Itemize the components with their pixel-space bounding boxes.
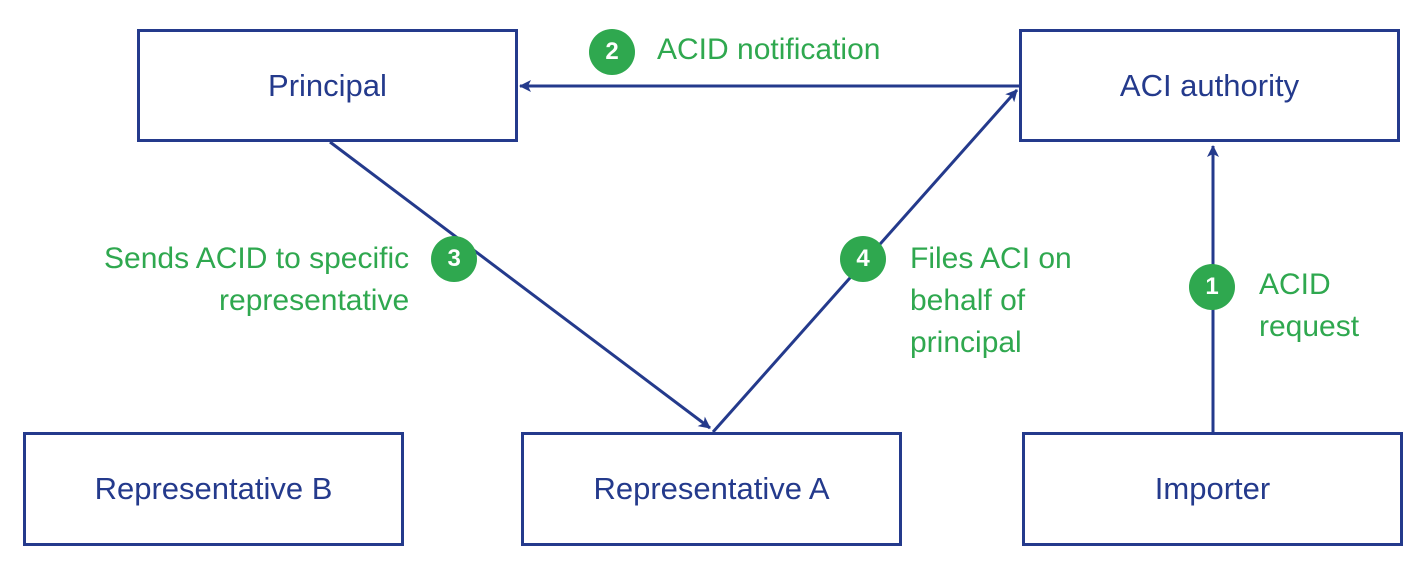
step-2-label: ACID notification bbox=[657, 33, 881, 66]
aci-authority-box: ACI authority bbox=[1019, 29, 1400, 142]
representative-a-box: Representative A bbox=[521, 432, 902, 546]
step-2-badge: 2 bbox=[589, 29, 635, 75]
step-1-acid-request: 1 ACID request bbox=[1189, 264, 1359, 348]
representative-b-label: Representative B bbox=[94, 471, 333, 506]
principal-box: Principal bbox=[137, 29, 518, 142]
aci-authority-label: ACI authority bbox=[1119, 67, 1300, 103]
step-1-label: ACID request bbox=[1259, 268, 1360, 343]
principal-label: Principal bbox=[268, 67, 387, 103]
step-2-acid-notification: 2 ACID notification bbox=[589, 29, 880, 75]
representative-a-label: Representative A bbox=[593, 471, 830, 506]
step-1-badge: 1 bbox=[1189, 264, 1235, 310]
representative-b-box: Representative B bbox=[23, 432, 404, 546]
step-4-files-aci: 4 Files ACI on behalf of principal bbox=[840, 236, 1072, 364]
step-3-sends-acid: 3 Sends ACID to specific representative bbox=[104, 236, 478, 322]
importer-box: Importer bbox=[1022, 432, 1403, 546]
arrow-principal-to-representative-a bbox=[329, 140, 711, 430]
step-3-badge: 3 bbox=[431, 236, 478, 282]
step-4-badge: 4 bbox=[840, 236, 886, 282]
importer-label: Importer bbox=[1154, 471, 1271, 506]
step-3-label: Sends ACID to specific representative bbox=[104, 242, 410, 317]
step-4-label: Files ACI on behalf of principal bbox=[910, 242, 1072, 359]
